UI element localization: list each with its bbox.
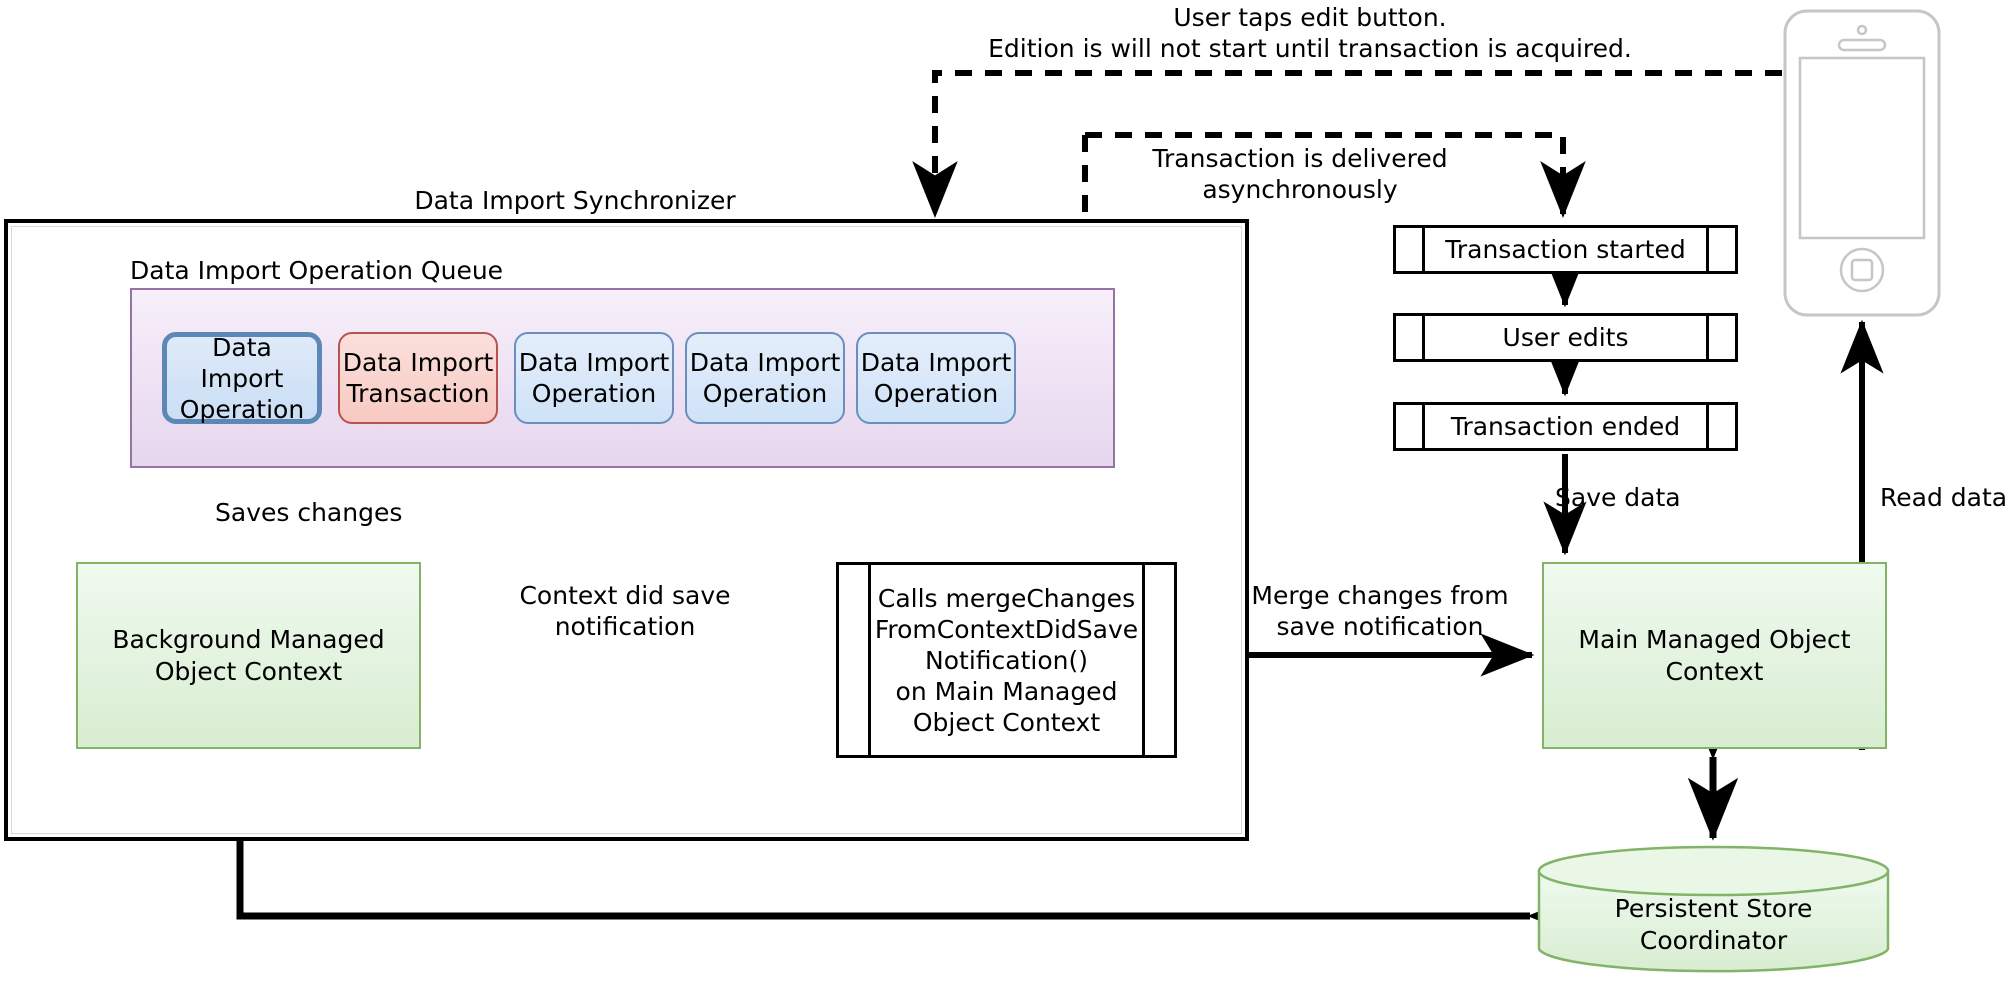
transaction-step-started[interactable]: Transaction started — [1393, 225, 1738, 274]
transaction-step-label: User edits — [1502, 323, 1629, 352]
queue-item-operation-2[interactable]: Data Import Operation — [514, 332, 674, 424]
synchronizer-title: Data Import Synchronizer — [414, 186, 736, 215]
earpiece-speaker — [1837, 38, 1887, 52]
iphone-device — [1782, 8, 1942, 318]
home-button-square-icon — [1850, 258, 1874, 282]
annotation-user-taps-edit: User taps edit button. Edition is will n… — [988, 3, 1632, 63]
annotation-save-data: Save data — [1555, 483, 1681, 512]
background-managed-object-context[interactable]: Background Managed Object Context — [76, 562, 421, 749]
transaction-step-user-edits[interactable]: User edits — [1393, 313, 1738, 362]
annotation-transaction-async: Transaction is delivered asynchronously — [1152, 144, 1448, 204]
subroutine-bar-left — [1422, 225, 1425, 274]
transaction-step-label: Transaction started — [1445, 235, 1686, 264]
main-managed-object-context[interactable]: Main Managed Object Context — [1542, 562, 1887, 749]
home-button — [1839, 247, 1885, 293]
subroutine-bar-left — [868, 562, 871, 758]
operation-queue-title: Data Import Operation Queue — [130, 256, 504, 285]
queue-item-operation-3[interactable]: Data Import Operation — [685, 332, 845, 424]
front-camera — [1856, 24, 1868, 36]
subroutine-bar-right — [1706, 313, 1709, 362]
queue-item-operation-1[interactable]: Data Import Operation — [162, 332, 322, 424]
merge-changes-call-box: Calls mergeChanges FromContextDidSave No… — [836, 562, 1177, 758]
subroutine-bar-right — [1142, 562, 1145, 758]
annotation-context-did-save: Context did save notification — [519, 581, 731, 641]
persistent-store-label: Persistent Store Coordinator — [1614, 894, 1813, 955]
subroutine-bar-left — [1422, 313, 1425, 362]
annotation-read-data: Read data — [1880, 483, 2008, 512]
transaction-step-label: Transaction ended — [1450, 412, 1681, 441]
subroutine-bar-left — [1422, 402, 1425, 451]
annotation-saves-changes: Saves changes — [215, 498, 403, 527]
persistent-store-coordinator[interactable]: Persistent Store Coordinator — [1537, 845, 1890, 975]
queue-item-operation-4[interactable]: Data Import Operation — [856, 332, 1016, 424]
subroutine-bar-right — [1706, 402, 1709, 451]
subroutine-bar-right — [1706, 225, 1709, 274]
merge-call-text: Calls mergeChanges FromContextDidSave No… — [874, 583, 1139, 737]
transaction-step-ended[interactable]: Transaction ended — [1393, 402, 1738, 451]
annotation-merge-changes: Merge changes from save notification — [1251, 581, 1509, 641]
queue-item-transaction[interactable]: Data Import Transaction — [338, 332, 498, 424]
device-screen — [1798, 56, 1926, 240]
